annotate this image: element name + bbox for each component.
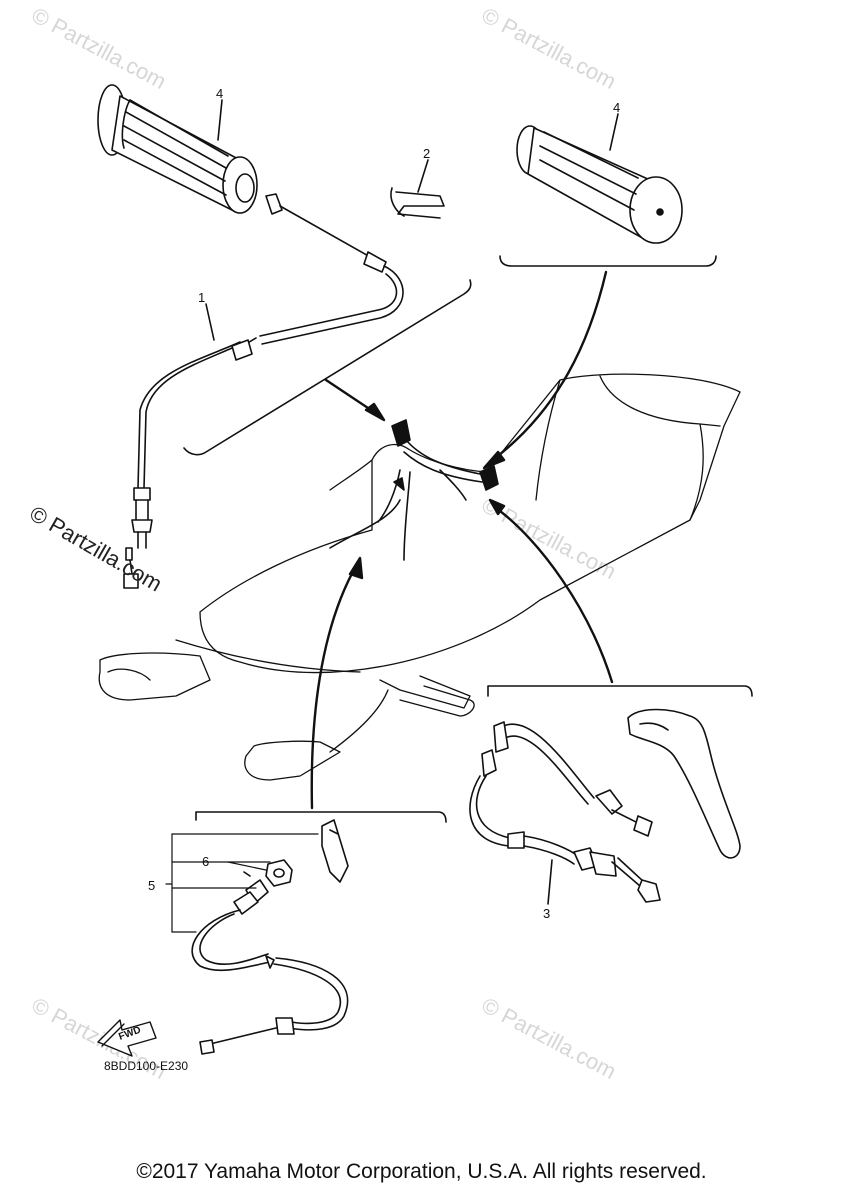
callout-4-left: 4 <box>216 86 223 101</box>
choke-nut <box>265 859 293 887</box>
choke-cable <box>191 879 349 1055</box>
callout-5: 5 <box>148 878 155 893</box>
left-grip <box>97 84 258 214</box>
callout-6: 6 <box>202 854 209 869</box>
leader-2 <box>417 159 429 193</box>
arrow-grip-right <box>482 270 608 470</box>
clip <box>390 187 445 219</box>
callout-4-right: 4 <box>613 100 620 115</box>
fwd-arrow <box>97 1019 157 1057</box>
throttle-cable <box>123 193 404 589</box>
choke-lever <box>321 819 349 883</box>
bracket-top-left <box>183 279 472 456</box>
brake-cable <box>469 721 661 903</box>
bracket-bottom <box>195 811 447 823</box>
leader-3 <box>547 859 553 905</box>
callout-5-bracket <box>165 833 319 933</box>
leader-4-right <box>609 113 619 151</box>
brake-lever <box>627 708 741 859</box>
leader-4-left <box>217 99 223 141</box>
copyright-notice: ©2017 Yamaha Motor Corporation, U.S.A. A… <box>136 1160 707 1183</box>
bracket-top-right <box>499 255 717 267</box>
watermark-faint-5: © Partzilla.com <box>478 992 621 1084</box>
callout-1: 1 <box>198 290 205 305</box>
watermark-faint-2: © Partzilla.com <box>478 2 621 94</box>
handlebar-detail <box>329 419 499 561</box>
arrow-brake-lever <box>488 498 614 684</box>
callout-3: 3 <box>543 906 550 921</box>
bracket-right <box>487 685 753 697</box>
right-grip <box>516 125 683 244</box>
diagram-code: 8BDD100-E230 <box>104 1059 188 1073</box>
leader-1 <box>205 303 215 341</box>
choke-pin <box>243 871 251 877</box>
watermark-main: © Partzilla.com <box>26 501 167 597</box>
callout-2: 2 <box>423 146 430 161</box>
arrow-choke <box>310 556 364 810</box>
arrow-grip-left <box>324 378 386 422</box>
snowmobile-outline <box>98 373 741 781</box>
watermark-faint-1: © Partzilla.com <box>28 2 171 94</box>
